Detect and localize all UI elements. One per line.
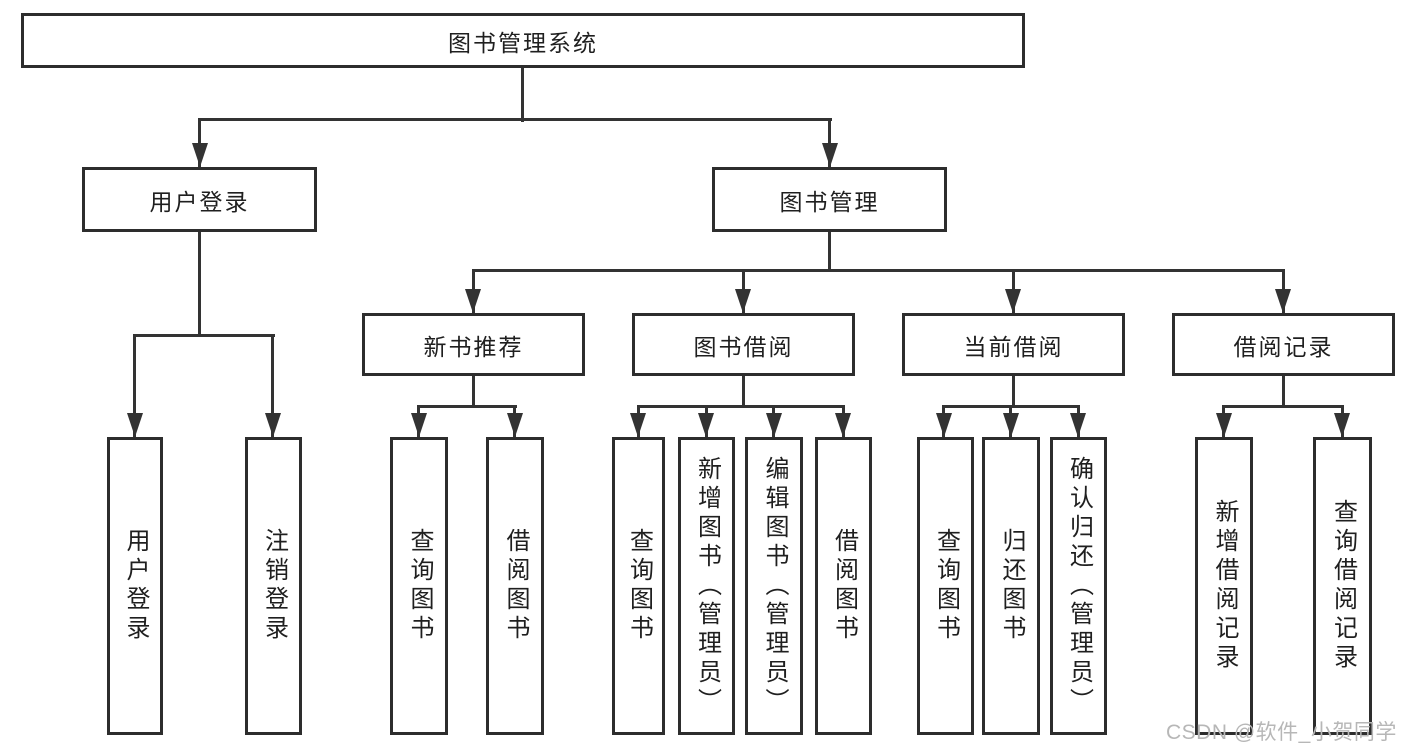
arrowhead-down-icon (1216, 413, 1232, 437)
leaf-borrow-books-recommend-label: 借阅图书 (502, 528, 529, 644)
leaf-return-book-label: 归还图书 (998, 528, 1025, 644)
connector-level1-branch (198, 118, 832, 121)
connector-drop-leaf-logout (271, 335, 274, 437)
leaf-user-login-label: 用户登录 (122, 528, 149, 644)
node-library-system: 图书管理系统 (21, 13, 1025, 68)
arrowhead-down-icon (630, 413, 646, 437)
arrowhead-down-icon (1003, 413, 1019, 437)
node-current-borrow: 当前借阅 (902, 313, 1125, 376)
leaf-add-book-admin-label: 新增图书（管理员） (693, 455, 721, 717)
arrowhead-down-icon (766, 413, 782, 437)
leaf-query-books-borrow-label: 查询图书 (625, 528, 653, 644)
arrowhead-down-icon (1070, 413, 1086, 437)
leaf-confirm-return-admin-label: 确认归还（管理员） (1065, 455, 1093, 717)
arrowhead-down-icon (936, 413, 952, 437)
leaf-borrow-books-borrow: 借阅图书 (815, 437, 872, 735)
node-user-login-label: 用户登录 (149, 188, 250, 215)
arrowhead-down-icon (192, 143, 208, 167)
leaf-logout-label: 注销登录 (260, 528, 288, 644)
arrowhead-down-icon (822, 143, 838, 167)
connector-branch-new-recommend (417, 405, 517, 408)
leaf-user-login: 用户登录 (107, 437, 163, 735)
arrowhead-down-icon (411, 413, 427, 437)
leaf-query-books-current: 查询图书 (917, 437, 974, 735)
leaf-edit-book-admin-label: 编辑图书（管理员） (761, 455, 788, 717)
leaf-return-book: 归还图书 (982, 437, 1040, 735)
node-book-borrow: 图书借阅 (632, 313, 855, 376)
node-user-login: 用户登录 (82, 167, 317, 232)
node-new-book-recommend-label: 新书推荐 (423, 333, 524, 360)
leaf-query-borrow-record: 查询借阅记录 (1313, 437, 1372, 735)
node-borrow-records-label: 借阅记录 (1233, 333, 1334, 360)
arrowhead-down-icon (835, 413, 851, 437)
leaf-query-books-borrow: 查询图书 (612, 437, 665, 735)
connector-book-borrow-stem (742, 373, 745, 407)
leaf-query-borrow-record-label: 查询借阅记录 (1329, 499, 1357, 673)
connector-user-branch (133, 334, 275, 337)
node-book-borrow-label: 图书借阅 (693, 333, 794, 360)
node-new-book-recommend: 新书推荐 (362, 313, 585, 376)
connector-drop-leaf-user-login (133, 335, 136, 437)
connector-branch-borrow-records (1222, 405, 1344, 408)
leaf-add-book-admin: 新增图书（管理员） (678, 437, 735, 735)
leaf-query-books-recommend-label: 查询图书 (406, 528, 433, 644)
arrowhead-down-icon (1275, 289, 1291, 313)
node-current-borrow-label: 当前借阅 (963, 333, 1064, 360)
connector-user-login-stem (198, 230, 201, 336)
connector-new-recommend-stem (472, 373, 475, 407)
arrowhead-down-icon (507, 413, 523, 437)
connector-root-stem (521, 66, 524, 122)
leaf-add-borrow-record-label: 新增借阅记录 (1211, 499, 1238, 673)
arrowhead-down-icon (735, 289, 751, 313)
connector-book-mgmt-stem (828, 230, 831, 271)
node-book-management-label: 图书管理 (779, 188, 880, 215)
connector-level3-branch (472, 269, 1285, 272)
arrowhead-down-icon (127, 413, 143, 437)
arrowhead-down-icon (265, 413, 281, 437)
leaf-query-books-current-label: 查询图书 (932, 528, 960, 644)
node-book-management: 图书管理 (712, 167, 947, 232)
arrowhead-down-icon (465, 289, 481, 313)
node-borrow-records: 借阅记录 (1172, 313, 1395, 376)
connector-borrow-records-stem (1282, 373, 1285, 407)
arrowhead-down-icon (698, 413, 714, 437)
node-library-system-label: 图书管理系统 (448, 29, 598, 56)
arrowhead-down-icon (1005, 289, 1021, 313)
leaf-confirm-return-admin: 确认归还（管理员） (1050, 437, 1107, 735)
leaf-query-books-recommend: 查询图书 (390, 437, 448, 735)
watermark: CSDN @软件_小贺同学 (1166, 721, 1397, 744)
connector-current-borrow-stem (1012, 373, 1015, 407)
leaf-add-borrow-record: 新增借阅记录 (1195, 437, 1253, 735)
connector-branch-book-borrow (637, 405, 845, 408)
leaf-edit-book-admin: 编辑图书（管理员） (745, 437, 803, 735)
arrowhead-down-icon (1334, 413, 1350, 437)
leaf-logout: 注销登录 (245, 437, 302, 735)
leaf-borrow-books-recommend: 借阅图书 (486, 437, 544, 735)
leaf-borrow-books-borrow-label: 借阅图书 (830, 528, 858, 644)
